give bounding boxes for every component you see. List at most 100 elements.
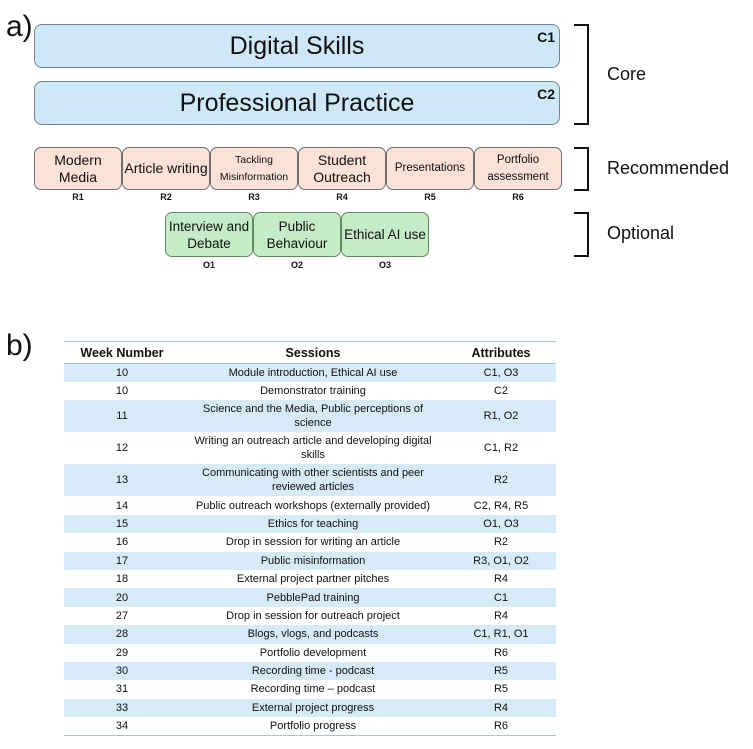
recommended-bracket [574, 147, 589, 191]
attributes-cell: R2 [493, 536, 509, 549]
week-cell: 10 [115, 385, 129, 398]
week-cell: 33 [64, 698, 180, 718]
optional-tile-public-behaviour: Public Behaviour [253, 212, 341, 257]
attributes-cell: C2, R4, R5 [473, 499, 529, 512]
recommended-tile-article-writing: Article writing [122, 147, 210, 190]
session-cell: PebblePad training [180, 588, 446, 607]
week-cell: 10 [64, 363, 180, 382]
attributes-cell: R6 [493, 720, 509, 733]
group-label-optional: Optional [607, 223, 675, 243]
table-row: 18 External project partner pitches R4 [64, 570, 556, 588]
optional-code: O1 [202, 260, 215, 270]
attributes-cell: C1, R1, O1 [446, 625, 556, 644]
table-row: 28 Blogs, vlogs, and podcasts C1, R1, O1 [64, 625, 556, 644]
optional-code: O2 [290, 260, 303, 270]
week-cell: 14 [115, 499, 129, 512]
attributes-cell: O1, O3 [446, 514, 556, 534]
session-cell: Drop in session for writing an article [225, 536, 401, 549]
week-cell: 15 [64, 514, 180, 534]
table-row: 14 Public outreach workshops (externally… [64, 496, 556, 514]
table-row: 13 Communicating with other scientists a… [64, 464, 556, 497]
session-cell: Communicating with other scientists and … [180, 464, 446, 497]
core-title: Professional Practice [179, 88, 415, 117]
header-sessions: Sessions [285, 345, 341, 360]
session-cell: Recording time – podcast [250, 683, 376, 696]
recommended-tile-portfolio-assessment: Portfolio assessment [474, 147, 562, 190]
core-code: C2 [537, 86, 555, 102]
table-row: 12 Writing an outreach article and devel… [64, 432, 556, 464]
attributes-cell: C1, O3 [446, 363, 556, 382]
recommended-tile-modern-media: Modern Media [34, 147, 122, 190]
table-row: 11 Science and the Media, Public percept… [64, 400, 556, 433]
optional-tile-interview-and-debate: Interview and Debate [165, 212, 253, 257]
week-cell: 31 [115, 683, 129, 696]
recommended-code: R5 [424, 192, 436, 202]
attributes-cell: R5 [446, 661, 556, 681]
table-row: 34 Portfolio progress R6 [64, 717, 556, 736]
panel-a-label: a) [6, 10, 33, 43]
attributes-cell: R6 [493, 646, 509, 659]
session-cell: Public misinformation [180, 551, 446, 570]
session-cell: External project partner pitches [236, 573, 390, 586]
attributes-cell: R4 [493, 573, 509, 586]
recommended-code: R4 [336, 192, 348, 202]
table-row: 31 Recording time – podcast R5 [64, 680, 556, 698]
table-row: 15 Ethics for teaching O1, O3 [64, 514, 556, 534]
sessions-table: Week Number Sessions Attributes 10 Modul… [64, 341, 556, 736]
attributes-cell: R4 [446, 698, 556, 718]
core-title: Digital Skills [229, 31, 365, 60]
table-row: 17 Public misinformation R3, O1, O2 [64, 551, 556, 570]
session-cell: Blogs, vlogs, and podcasts [180, 625, 446, 644]
attributes-cell: R3, O1, O2 [446, 551, 556, 570]
week-cell: 34 [115, 720, 129, 733]
session-cell: Writing an outreach article and developi… [194, 435, 432, 462]
session-cell: Science and the Media, Public perception… [180, 400, 446, 433]
table-row: 20 PebblePad training C1 [64, 588, 556, 607]
core-bracket [574, 24, 589, 125]
recommended-code: R2 [160, 192, 172, 202]
attributes-cell: R2 [446, 464, 556, 497]
session-cell: Portfolio progress [269, 720, 357, 733]
session-cell: Ethics for teaching [180, 514, 446, 534]
week-cell: 30 [64, 661, 180, 681]
table-row: 27 Drop in session for outreach project … [64, 607, 556, 625]
attributes-cell: R4 [493, 609, 509, 622]
session-cell: Drop in session for outreach project [226, 609, 400, 622]
week-cell: 18 [115, 573, 129, 586]
table-row: 10 Demonstrator training C2 [64, 382, 556, 400]
group-label-recommended: Recommended [607, 158, 730, 178]
session-cell: Demonstrator training [260, 385, 366, 398]
attributes-cell: R1, O2 [446, 400, 556, 433]
recommended-tile-presentations: Presentations [386, 147, 474, 190]
recommended-tile-tackling-misinformation: Tackling Misinformation [210, 147, 298, 190]
table-header-row: Week Number Sessions Attributes [64, 341, 556, 364]
attributes-cell: R5 [493, 683, 509, 696]
attributes-cell: C1 [446, 588, 556, 607]
week-cell: 29 [115, 646, 129, 659]
recommended-code: R3 [248, 192, 260, 202]
group-label-core: Core [607, 64, 647, 84]
recommended-code: R1 [72, 192, 84, 202]
week-cell: 27 [115, 609, 129, 622]
table-row: 16 Drop in session for writing an articl… [64, 533, 556, 551]
session-cell: Public outreach workshops (externally pr… [195, 499, 431, 512]
week-cell: 28 [64, 625, 180, 644]
core-box-professional-practice: Professional Practice C2 [34, 81, 560, 125]
core-box-digital-skills: Digital Skills C1 [34, 24, 560, 68]
attributes-cell: C2 [493, 385, 509, 398]
table-row: 30 Recording time - podcast R5 [64, 661, 556, 681]
attributes-cell: C1, R2 [483, 442, 519, 455]
session-cell: Recording time - podcast [180, 661, 446, 681]
week-cell: 12 [115, 442, 129, 455]
session-cell: External project progress [180, 698, 446, 718]
week-cell: 13 [64, 464, 180, 497]
week-cell: 11 [64, 400, 180, 433]
optional-tile-ethical-ai-use: Ethical AI use [341, 212, 429, 257]
header-week-number: Week Number [80, 345, 164, 360]
week-cell: 20 [64, 588, 180, 607]
recommended-tile-student-outreach: Student Outreach [298, 147, 386, 190]
table-row: 33 External project progress R4 [64, 698, 556, 718]
optional-code: O3 [378, 260, 391, 270]
core-code: C1 [537, 29, 555, 45]
session-cell: Module introduction, Ethical AI use [180, 363, 446, 382]
